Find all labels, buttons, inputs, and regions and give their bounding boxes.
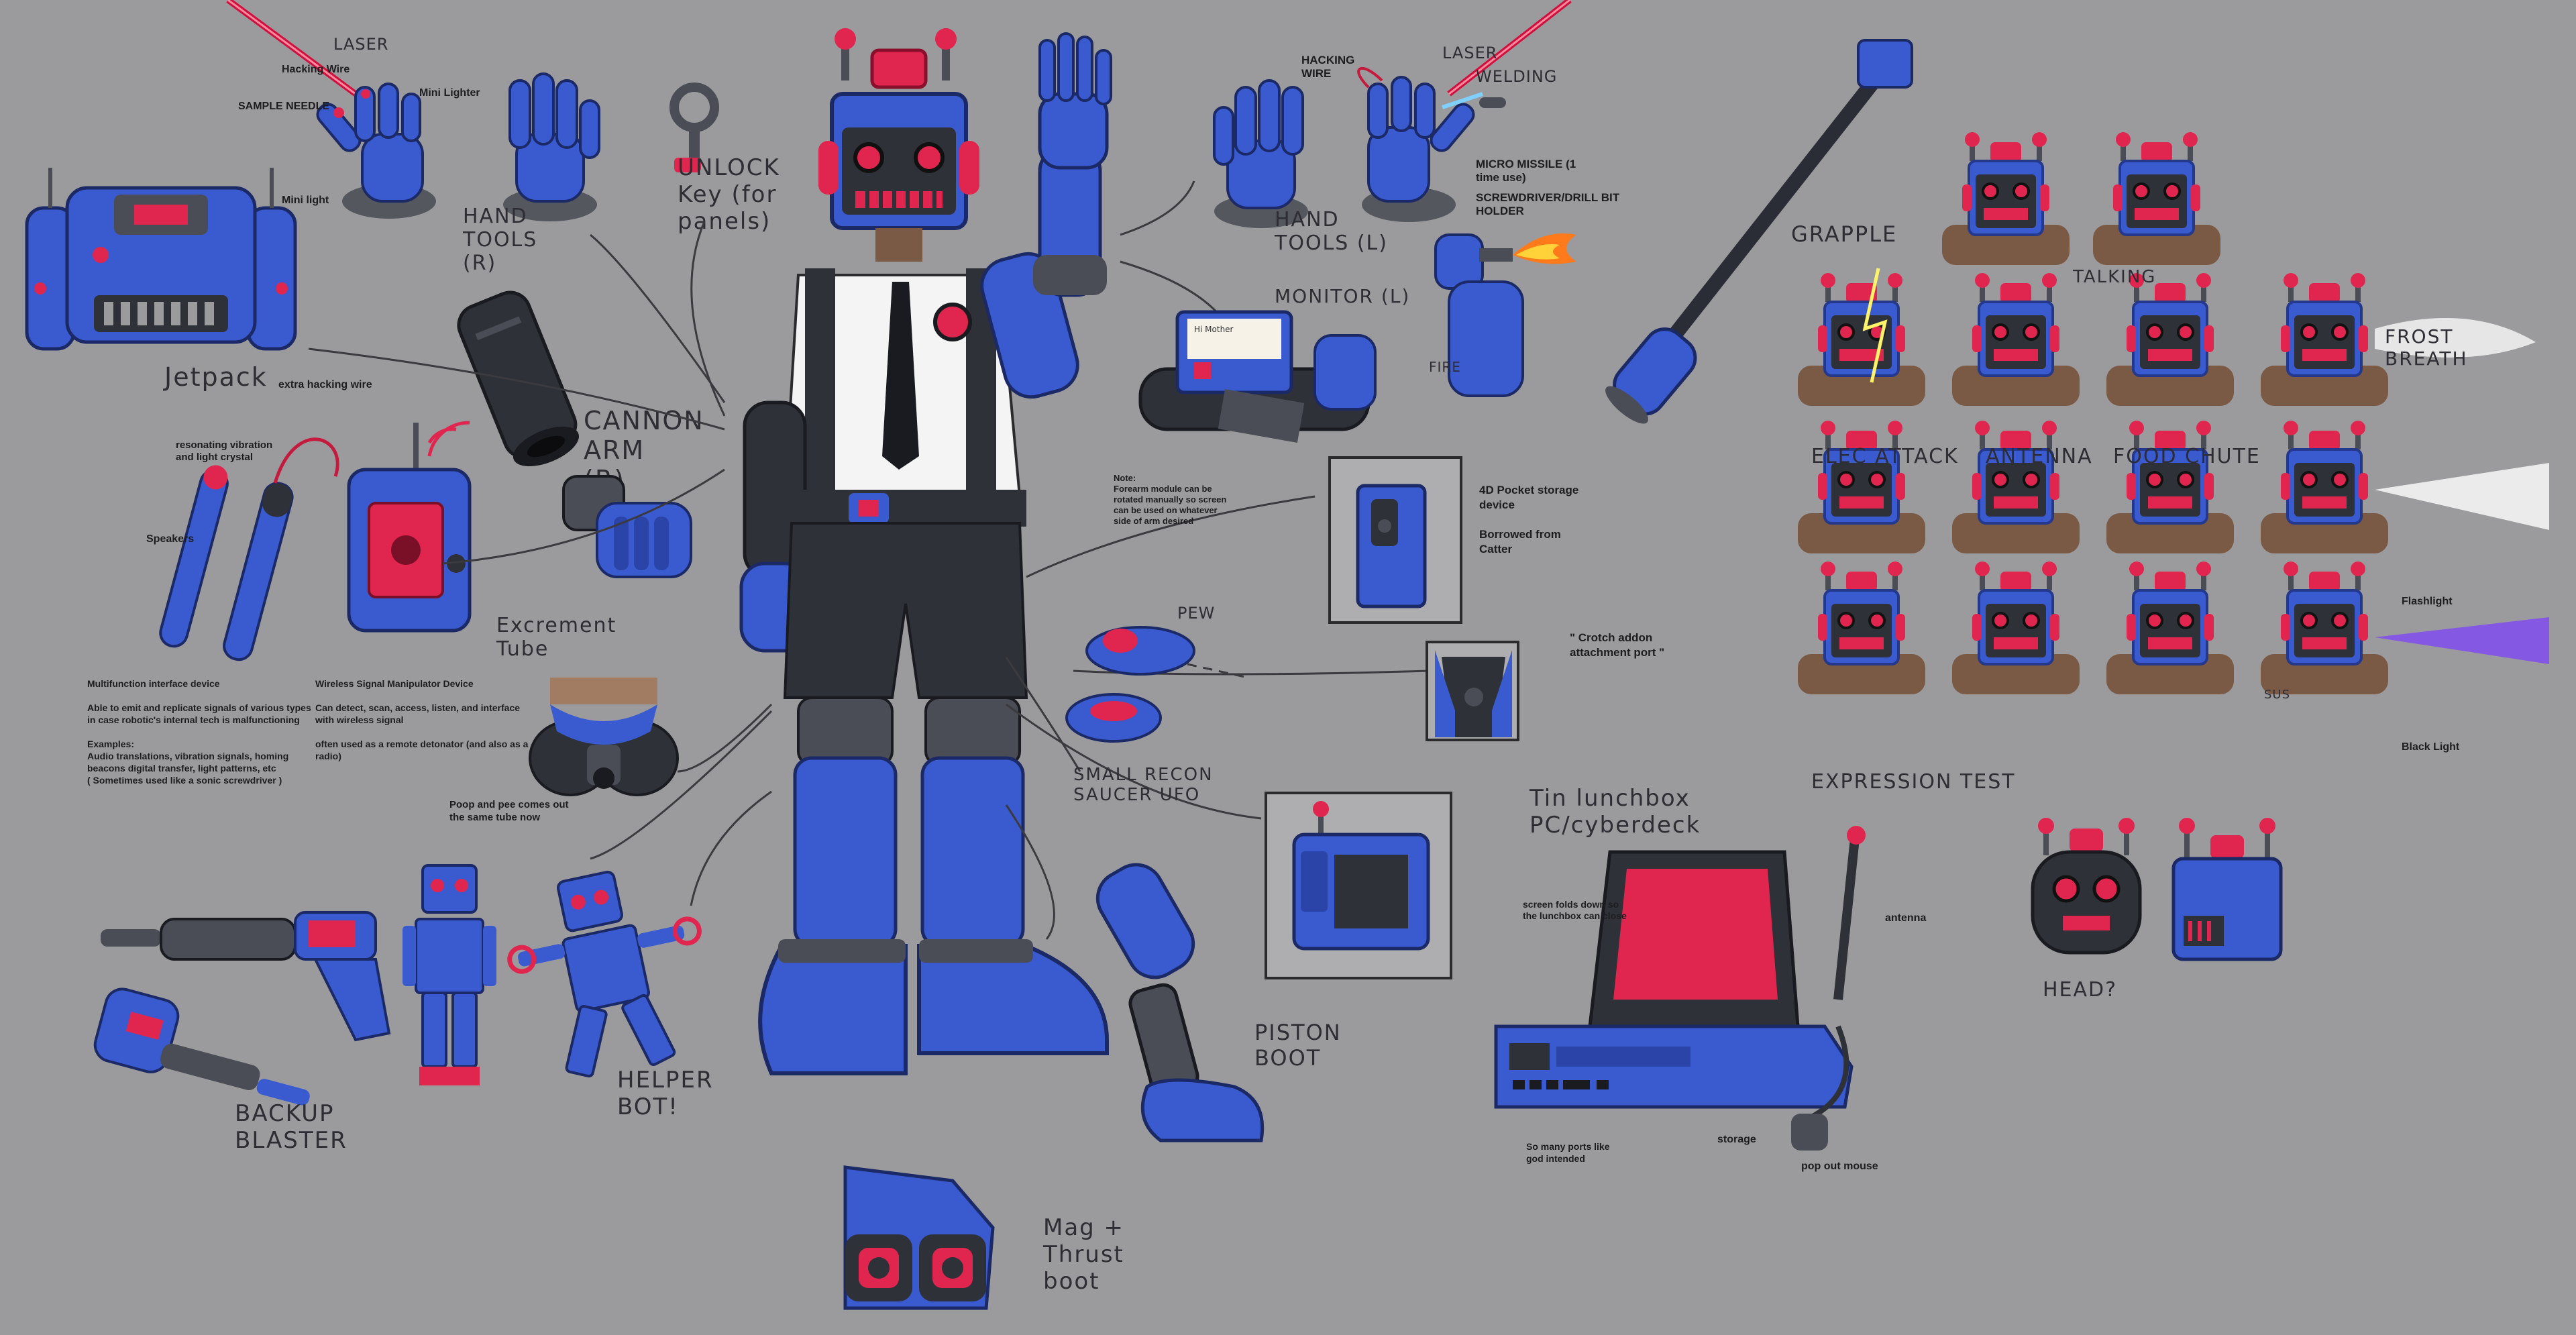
expression-head: [2261, 273, 2388, 406]
label-mini-lighter: Mini Lighter: [419, 87, 480, 99]
crotch-port-illustration: [1435, 650, 1512, 737]
recon-saucer-ufo: [1065, 626, 1248, 743]
multifunction-interface-device: [159, 437, 339, 661]
label-hacking-wire-r: HACKING WIRE: [1301, 54, 1355, 80]
expression-head: [1942, 132, 2070, 265]
hand-tools-r-back: [503, 72, 600, 221]
label-screwdriver: SCREWDRIVER/DRILL BIT HOLDER: [1476, 191, 1620, 217]
note-poop-pee: Poop and pee comes out the same tube now: [449, 799, 569, 823]
hand-tools-r-open: [316, 83, 436, 219]
backup-blaster-illustration: [93, 911, 391, 1106]
expression-head: [2261, 562, 2388, 694]
expression-head: [2261, 421, 2388, 553]
laser-beam-right: [1447, 0, 1572, 97]
expression-grid: [1798, 127, 2563, 765]
monitor-screen-text: Hi Mother: [1194, 325, 1234, 334]
expression-heads: [1798, 132, 2549, 694]
jetpack-illustration: [25, 168, 297, 351]
main-robot-character: [739, 28, 1112, 1075]
note-resonating-crystal: resonating vibration and light crystal: [176, 439, 273, 463]
label-monitor-l: MONITOR (L): [1275, 285, 1411, 307]
note-forearm-module: Note: Forearm module can be rotated manu…: [1114, 473, 1227, 526]
hand-tools-l-back: [1213, 79, 1308, 228]
label-talking: TALKING: [2073, 267, 2157, 287]
label-mini-light: Mini light: [282, 195, 329, 206]
helper-bot-standing: [402, 864, 496, 1085]
lunchbox-pc-cyberdeck: [1494, 826, 1866, 1151]
unlock-key-icon: [669, 83, 719, 172]
label-excrement-tube: Excrement Tube: [496, 614, 617, 661]
note-multifunction-device: Multifunction interface device Able to e…: [87, 678, 311, 786]
mag-thrust-boot-illustration: [843, 1165, 995, 1310]
expression-head: [2106, 421, 2234, 553]
head-alt-designs: [2031, 818, 2283, 961]
expression-head: [2106, 562, 2234, 694]
panel-4d-pocket: [1328, 456, 1462, 624]
label-flashlight: Flashlight: [2402, 596, 2453, 607]
label-laser-right: LASER: [1442, 44, 1498, 62]
label-frost-breath: FROST BREATH: [2385, 325, 2468, 370]
label-extra-hacking-wire: extra hacking wire: [278, 379, 372, 390]
label-elec-attack: ELEC ATTACK: [1811, 445, 1959, 468]
label-helper-bot: HELPER BOT!: [617, 1067, 714, 1120]
label-food-chute: FOOD CHUTE: [2113, 445, 2261, 468]
label-pew: PEW: [1177, 604, 1216, 623]
label-fire: FIRE: [1429, 359, 1461, 375]
expression-head: [2106, 273, 2234, 406]
lunchbox-closed-illustration: [1292, 801, 1430, 951]
label-piston-boot: PISTON BOOT: [1254, 1020, 1342, 1071]
label-antenna-pc: antenna: [1885, 912, 1927, 924]
monitor-arm-illustration: Hi Mother: [1138, 310, 1377, 443]
expression-head: [1952, 273, 2080, 406]
fire-hand-illustration: [1434, 233, 1576, 397]
label-unlock-key: UNLOCK Key (for panels): [678, 154, 780, 235]
label-pop-out-mouse: pop out mouse: [1801, 1161, 1878, 1172]
note-4d-pocket: 4D Pocket storage device Borrowed from C…: [1479, 484, 1579, 555]
label-black-light: Black Light: [2402, 741, 2460, 753]
label-micro-missile: MICRO MISSILE (1 time use): [1476, 158, 1576, 184]
expression-head: [1798, 562, 1925, 694]
label-grapple: GRAPPLE: [1791, 221, 1898, 247]
label-speakers: Speakers: [146, 533, 195, 545]
expression-head: [1798, 421, 1925, 553]
excrement-tube-illustration: [529, 678, 679, 796]
cannon-arm-illustration: [457, 290, 580, 467]
pocket-device-illustration: [1356, 484, 1427, 608]
label-sus: SUS: [2264, 688, 2291, 702]
label-hacking-wire-left: Hacking Wire: [282, 64, 350, 75]
label-sample-needle: SAMPLE NEEDLE: [238, 101, 330, 112]
label-hand-tools-l: HAND TOOLS (L): [1275, 208, 1388, 255]
label-welding: WELDING: [1476, 67, 1558, 86]
hand-fist-r: [562, 475, 692, 578]
grapple-illustration: [1605, 39, 1913, 424]
label-tin-lunchbox: Tin lunchbox PC/cyberdeck: [1529, 785, 1701, 839]
hand-tools-l-open: [1357, 67, 1506, 222]
label-head-q: HEAD?: [2043, 978, 2118, 1002]
label-expression-test: EXPRESSION TEST: [1811, 770, 2016, 794]
label-laser-left: LASER: [333, 35, 389, 54]
expression-head: [1952, 562, 2080, 694]
expression-head: [1952, 421, 2080, 553]
note-screen-folds: screen folds down so the lunchbox can cl…: [1523, 899, 1627, 921]
expression-head: [1798, 273, 1925, 406]
label-small-recon-ufo: SMALL RECON SAUCER UFO: [1073, 765, 1214, 805]
helper-bot-running: [507, 870, 702, 1078]
label-antenna-expr: ANTENNA: [1986, 445, 2093, 468]
label-storage: storage: [1717, 1134, 1756, 1145]
label-backup-blaster: BACKUP BLASTER: [235, 1100, 347, 1154]
laser-beam-left: [226, 0, 358, 97]
wireless-signal-device: [347, 421, 472, 633]
label-mag-thrust-boot: Mag + Thrust boot: [1043, 1214, 1125, 1295]
note-many-ports: So many ports like god intended: [1526, 1141, 1610, 1164]
panel-crotch-addon: [1426, 641, 1519, 741]
note-wireless-device: Wireless Signal Manipulator Device Can d…: [315, 678, 529, 761]
label-jetpack: Jetpack: [164, 362, 268, 392]
label-hand-tools-r: HAND TOOLS (R): [463, 205, 538, 275]
note-crotch-addon: " Crotch addon attachment port ": [1570, 631, 1665, 659]
expression-head: [2093, 132, 2220, 265]
panel-lunchbox-closed: [1265, 792, 1452, 979]
piston-boot-illustration: [1095, 863, 1265, 1142]
